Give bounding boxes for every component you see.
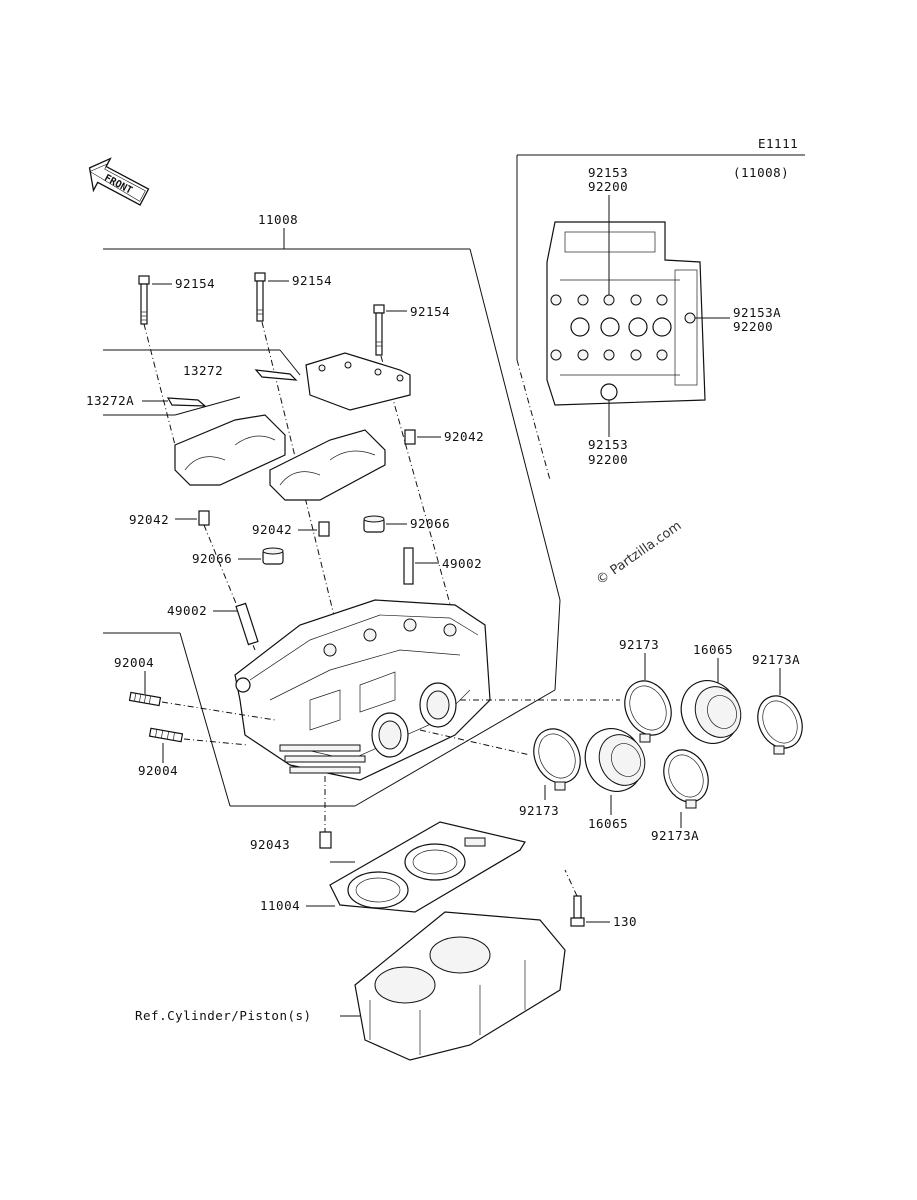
clamp-92173-a (624, 680, 672, 743)
label-92043: 92043 (250, 837, 290, 852)
bolt-92154-c (373, 304, 385, 356)
front-arrow-icon: FRONT (88, 157, 150, 206)
inset-label-right-2: 92200 (733, 319, 773, 334)
label-92173-a: 92173 (619, 637, 659, 652)
cam-cap-right (269, 429, 386, 501)
bolt-92154-b (254, 272, 266, 322)
label-13272A: 13272A (86, 393, 134, 408)
label-92042-b: 92042 (129, 512, 169, 527)
label-49002-b: 49002 (167, 603, 207, 618)
seal-92066-a (363, 515, 385, 533)
seal-92066-b (262, 547, 284, 565)
clamp-92173A-a (757, 695, 803, 755)
diagram-code: E1111 (758, 136, 798, 151)
cam-cap-left (174, 414, 286, 486)
label-92042-a: 92042 (444, 429, 484, 444)
label-92066-a: 92066 (410, 516, 450, 531)
clamp-92173-b (533, 728, 581, 791)
dowel-92042-b (198, 510, 210, 526)
dowel-92042-a (404, 429, 416, 445)
inset-label-right-1: 92153A (733, 305, 781, 320)
stud-92004-a (128, 691, 162, 707)
label-11008: 11008 (258, 212, 298, 227)
inset-label-top-2: 92200 (588, 179, 628, 194)
inset-label-bot-1: 92153 (588, 437, 628, 452)
label-92173A-a: 92173A (752, 652, 800, 667)
label-92154-b: 92154 (292, 273, 332, 288)
label-92042-c: 92042 (252, 522, 292, 537)
stud-92004-b (148, 727, 184, 743)
clamp-92173A-b (663, 749, 709, 809)
dowel-92043 (319, 831, 332, 849)
label-ref-cylinder: Ref.Cylinder/Piston(s) (135, 1008, 312, 1023)
head-gasket-11004 (329, 821, 526, 913)
label-16065-b: 16065 (588, 816, 628, 831)
label-92173A-b: 92173A (651, 828, 699, 843)
label-92154-c: 92154 (410, 304, 450, 319)
watermark: © Partzilla.com (594, 518, 685, 588)
label-92004-a: 92004 (114, 655, 154, 670)
label-11004: 11004 (260, 898, 300, 913)
guide-49002-b (235, 602, 259, 646)
label-49002-a: 49002 (442, 556, 482, 571)
inset-label-top-1: 92153 (588, 165, 628, 180)
bolt-92154-a (138, 275, 150, 325)
label-130: 130 (613, 914, 637, 929)
inset-caption: (11008) (733, 165, 789, 180)
label-16065-a: 16065 (693, 642, 733, 657)
cam-cap-large (305, 352, 411, 411)
inset-head-top-view (546, 221, 706, 406)
holder-16065-a (680, 680, 742, 744)
holder-16065-b (584, 728, 646, 792)
label-92154-a: 92154 (175, 276, 215, 291)
inset-label-bot-2: 92200 (588, 452, 628, 467)
label-92004-b: 92004 (138, 763, 178, 778)
dowel-92042-c (318, 521, 330, 537)
label-92173-b: 92173 (519, 803, 559, 818)
cylinder-head (234, 599, 491, 781)
guide-49002-a (403, 547, 414, 585)
cylinder-block-ref (354, 911, 566, 1061)
label-92066-b: 92066 (192, 551, 232, 566)
bolt-130 (570, 895, 585, 927)
label-13272: 13272 (183, 363, 223, 378)
